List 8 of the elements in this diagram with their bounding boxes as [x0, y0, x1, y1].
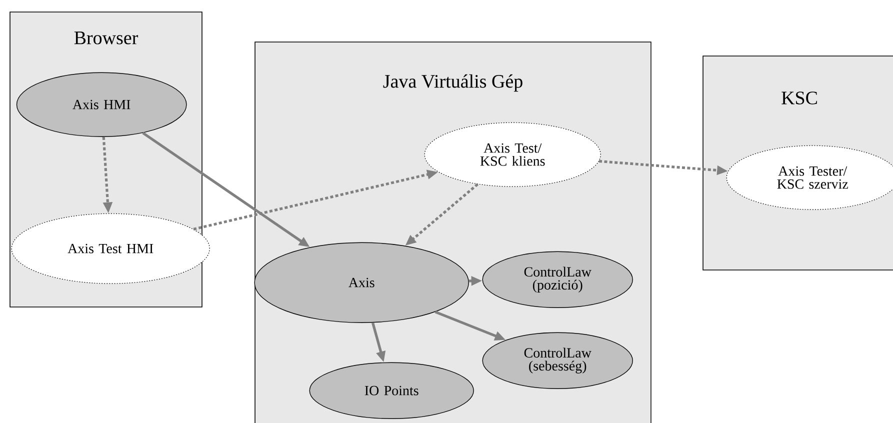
ellipse-node: Axis Test HMI [11, 213, 210, 284]
ellipse-node: ControlLaw (sebesség) [482, 332, 633, 389]
ellipse-node: IO Points [309, 362, 474, 419]
ellipse-node: Axis Tester/ KSC szerviz [726, 145, 893, 210]
ellipse-node: Axis Test/ KSC kliens [424, 122, 601, 187]
ellipse-node: Axis HMI [16, 72, 187, 137]
ellipse-node: Axis [254, 242, 469, 323]
ellipse-node: ControlLaw (pozició) [482, 251, 633, 308]
